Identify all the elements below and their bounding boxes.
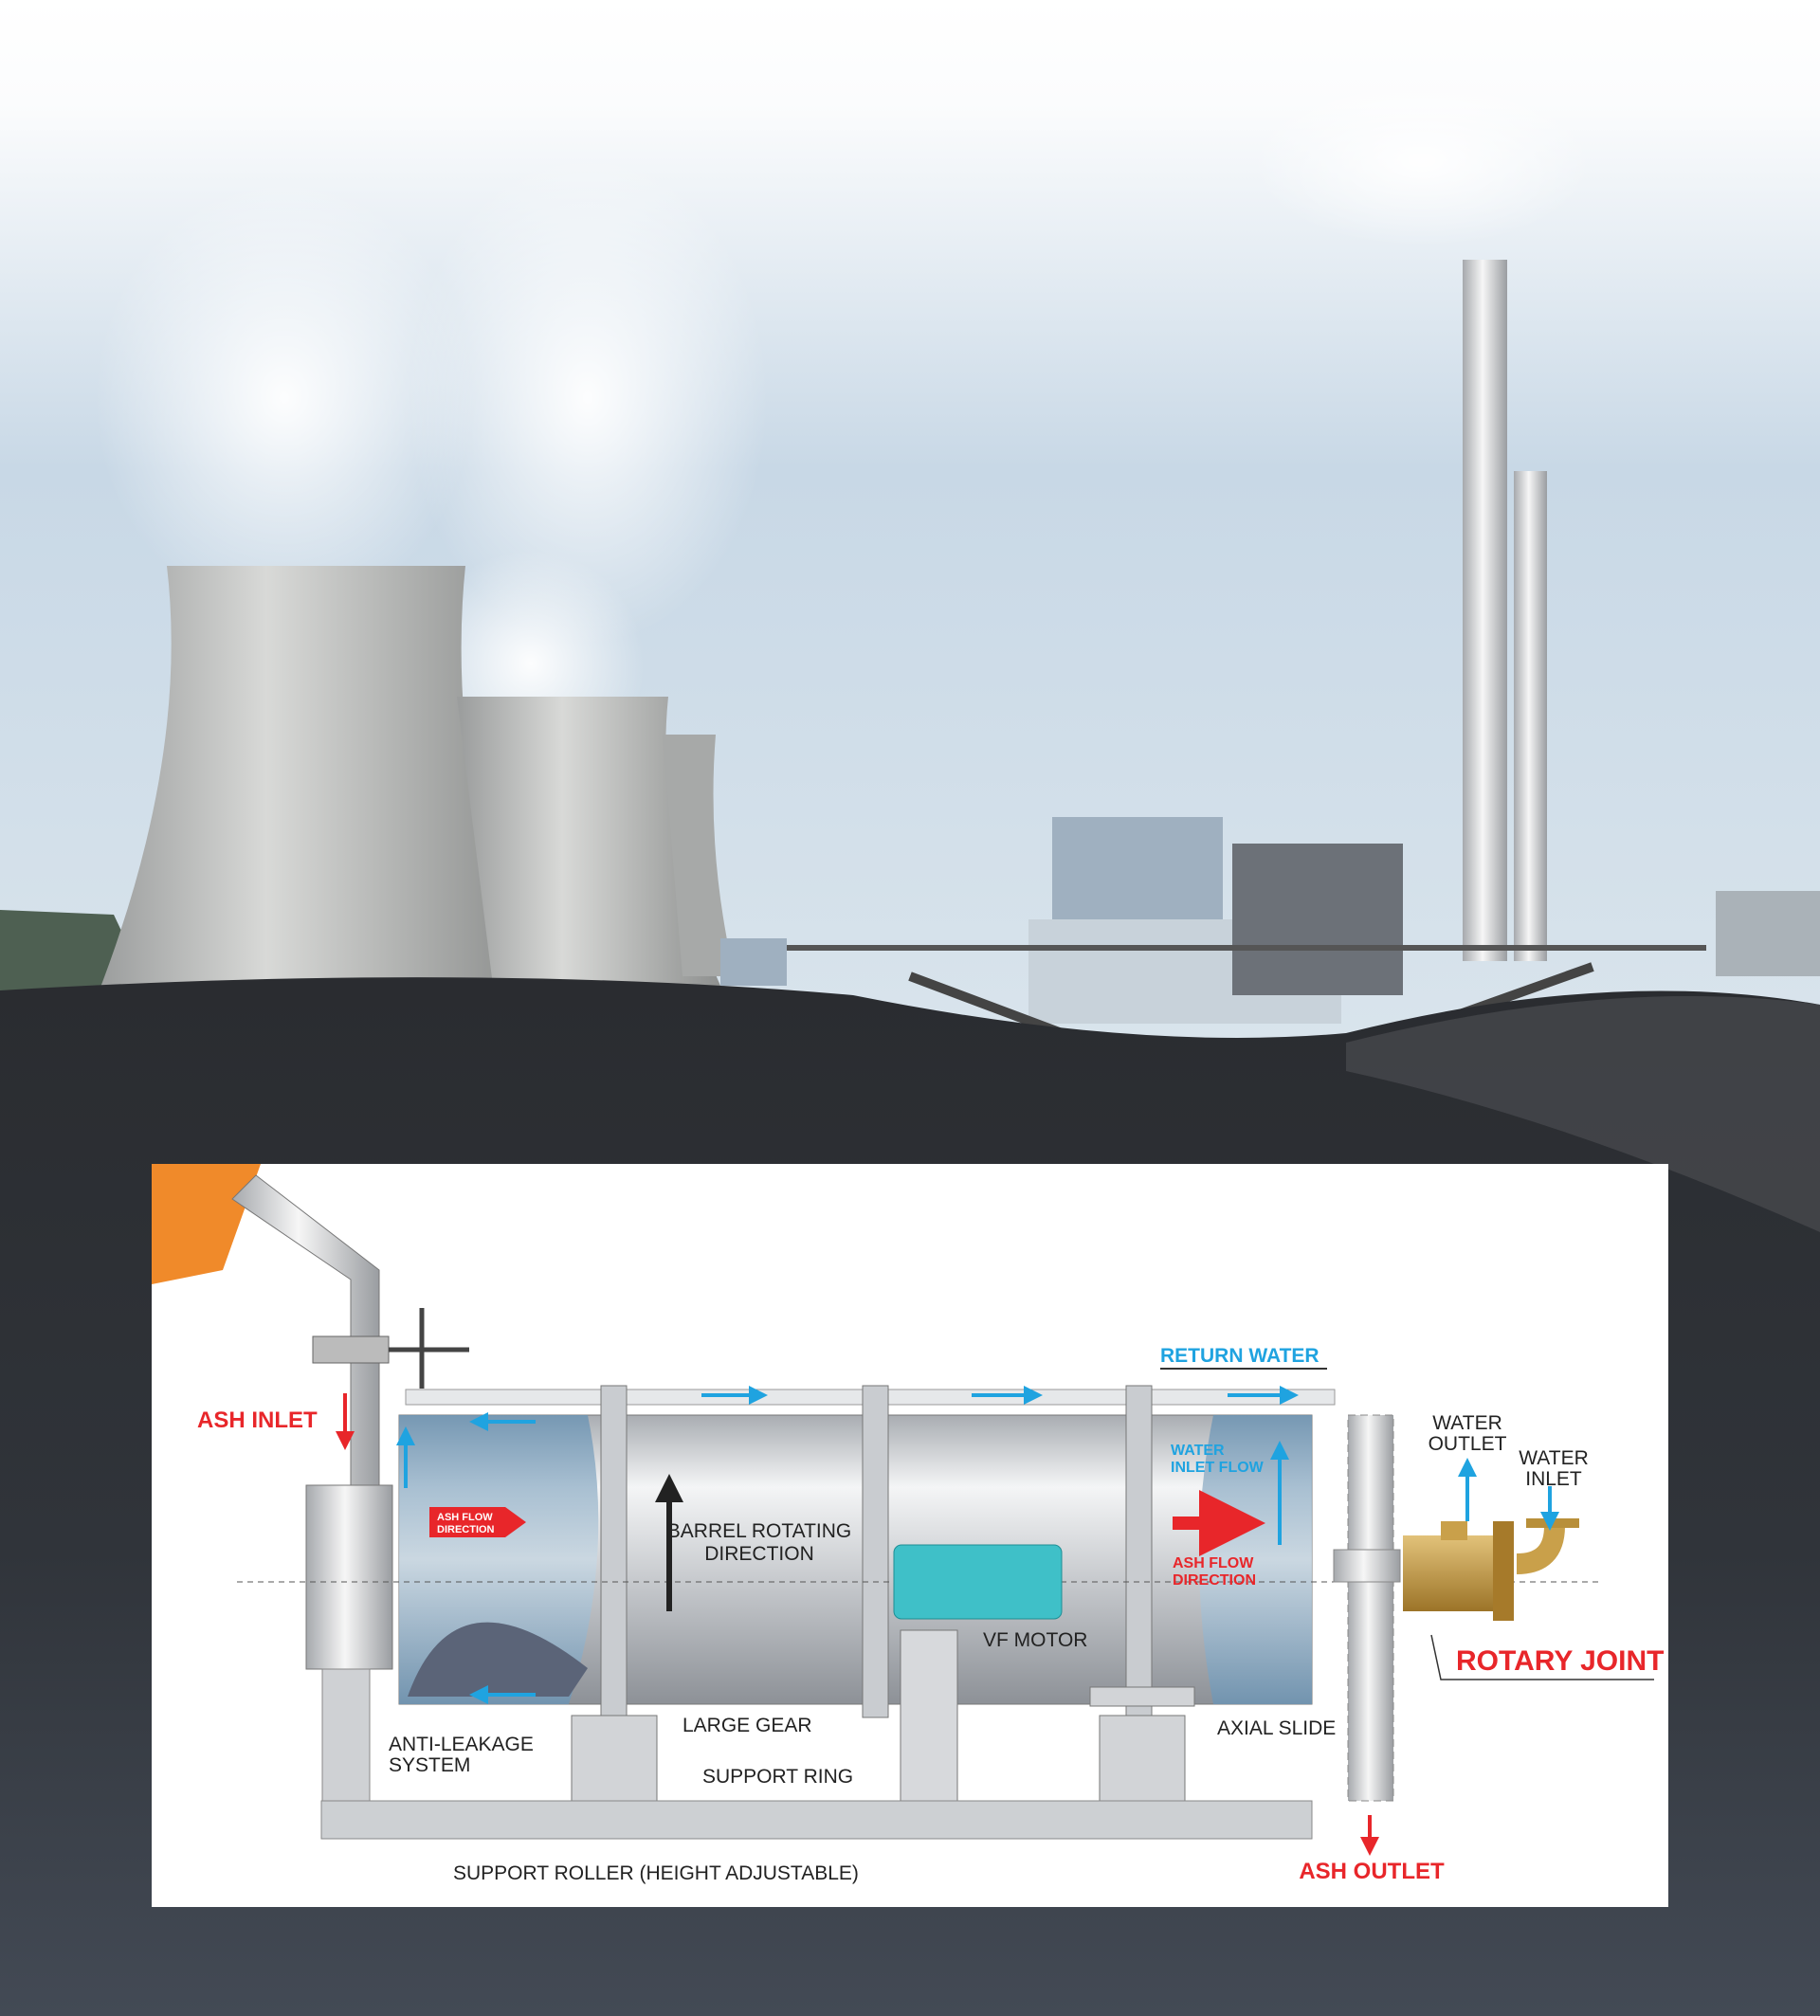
left-support <box>321 1668 371 1803</box>
support-rings <box>600 1385 1153 1718</box>
left-housing <box>305 1484 393 1670</box>
right-screen-section <box>1199 1415 1312 1704</box>
cooling-tower-3 <box>663 735 735 976</box>
water-outlet-label-line2: OUTLET <box>1429 1433 1507 1455</box>
flow-arrows <box>336 1386 1559 1856</box>
anti-leakage-label-line2: SYSTEM <box>389 1754 470 1776</box>
inlet-valve <box>312 1335 390 1364</box>
ash-flow-direction-right-line2: DIRECTION <box>1173 1572 1256 1589</box>
vf-motor-label: VF MOTOR <box>983 1629 1087 1651</box>
ash-flow-direction-left-line2: DIRECTION <box>437 1524 495 1535</box>
left-screen-section <box>399 1415 599 1704</box>
water-inlet-label-line1: WATER <box>1519 1447 1589 1469</box>
orange-chute <box>152 1164 261 1284</box>
barrel-rotating-label-line2: DIRECTION <box>704 1543 814 1565</box>
rotary-joint <box>1403 1518 1579 1621</box>
axial-slide-label: AXIAL SLIDE <box>1217 1717 1336 1739</box>
rotary-ash-cooler-diagram: ASH INLET RETURN WATER WATER OUTLET WATE… <box>152 1164 1668 1907</box>
ash-inlet-label: ASH INLET <box>197 1408 318 1433</box>
water-inlet-flow-label-line1: WATER <box>1171 1443 1225 1459</box>
base-frame <box>320 1800 1313 1840</box>
ash-pile <box>408 1622 588 1697</box>
cooling-tower-2 <box>457 697 720 986</box>
water-inlet-label-line2: INLET <box>1525 1468 1582 1490</box>
motor-pedestal <box>900 1629 958 1802</box>
large-gear-label: LARGE GEAR <box>682 1715 812 1736</box>
support-roller-label: SUPPORT ROLLER (HEIGHT ADJUSTABLE) <box>453 1862 859 1884</box>
chimney-2 <box>1514 471 1547 961</box>
barrel-rotating-label-line1: BARREL ROTATING <box>667 1520 851 1542</box>
chimney-1 <box>1463 260 1507 961</box>
ash-flow-direction-right-line1: ASH FLOW <box>1173 1555 1254 1571</box>
rotary-joint-label: ROTARY JOINT <box>1456 1645 1664 1677</box>
ash-flow-badge <box>429 1507 505 1537</box>
ash-outlet-label: ASH OUTLET <box>1299 1859 1445 1884</box>
ash-flow-direction-left-line1: ASH FLOW <box>437 1512 493 1523</box>
return-water-label: RETURN WATER <box>1160 1345 1320 1367</box>
water-outlet-label-line1: WATER <box>1432 1412 1502 1434</box>
water-inlet-flow-label-line2: INLET FLOW <box>1171 1460 1265 1476</box>
anti-leakage-label-line1: ANTI-LEAKAGE <box>389 1734 534 1755</box>
cooling-tower-1 <box>97 566 521 997</box>
vf-motor <box>893 1544 1063 1620</box>
support-ring-label: SUPPORT RING <box>702 1766 853 1788</box>
ash-outlet-pipe <box>1347 1414 1394 1802</box>
steam-plumes <box>95 76 1592 777</box>
